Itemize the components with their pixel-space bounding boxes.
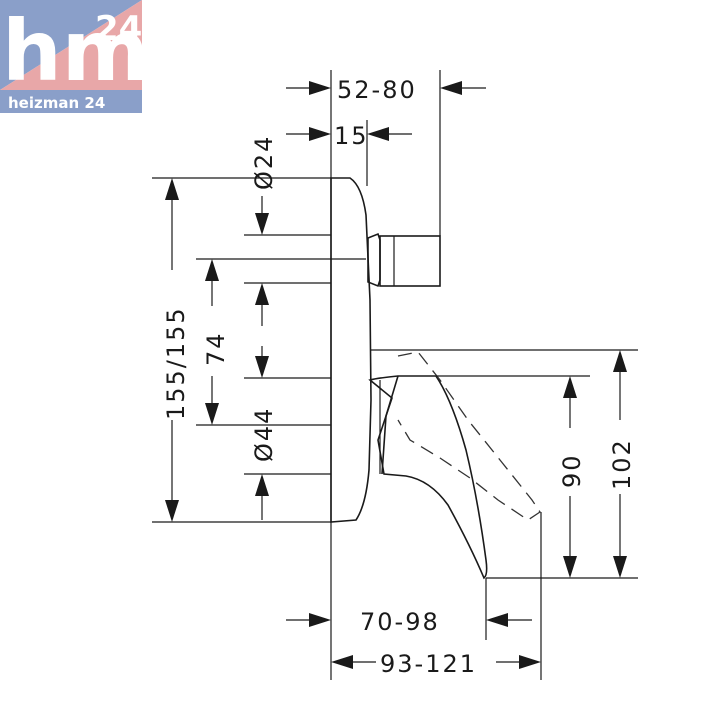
dim-label-93-121: 93-121 [380,650,477,678]
logo-caption-bar [0,90,142,113]
dim-label-90: 90 [558,453,586,488]
dim-d44: Ø44 [250,346,278,520]
dim-label-102: 102 [608,438,636,490]
dim-label-15: 15 [334,122,369,150]
dim-70-98: 70-98 [286,608,532,636]
dim-93-121: 93-121 [331,650,541,678]
logo-pink-area [0,0,142,90]
dim-label-155: 155/155 [162,306,190,420]
logo-number: 24 [95,9,142,49]
extension-lines [152,70,638,680]
dim-label-70-98: 70-98 [360,608,440,636]
dim-102: 102 [608,350,636,578]
escutcheon-plate [330,177,372,523]
dim-52-80: 52-80 [286,76,486,104]
dim-label-52-80: 52-80 [337,76,417,104]
dim-label-d44: Ø44 [250,407,278,462]
dim-label-74: 74 [202,331,230,366]
dim-74: 74 [202,259,230,425]
diverter-knob [367,232,381,288]
dim-d24: Ø24 [250,135,278,326]
dim-15: 15 [286,122,412,150]
heizman24-logo: hm 24 heizman 24 [0,0,142,113]
diverter-knob-cap [379,235,441,287]
logo-caption: heizman 24 [8,94,105,112]
dim-90: 90 [558,376,586,578]
dim-155: 155/155 [162,178,190,522]
logo-main-text: hm [2,2,142,100]
lever-front-edge [381,375,399,475]
dim-label-d24: Ø24 [250,135,278,190]
lever-alternate-position [397,351,541,521]
